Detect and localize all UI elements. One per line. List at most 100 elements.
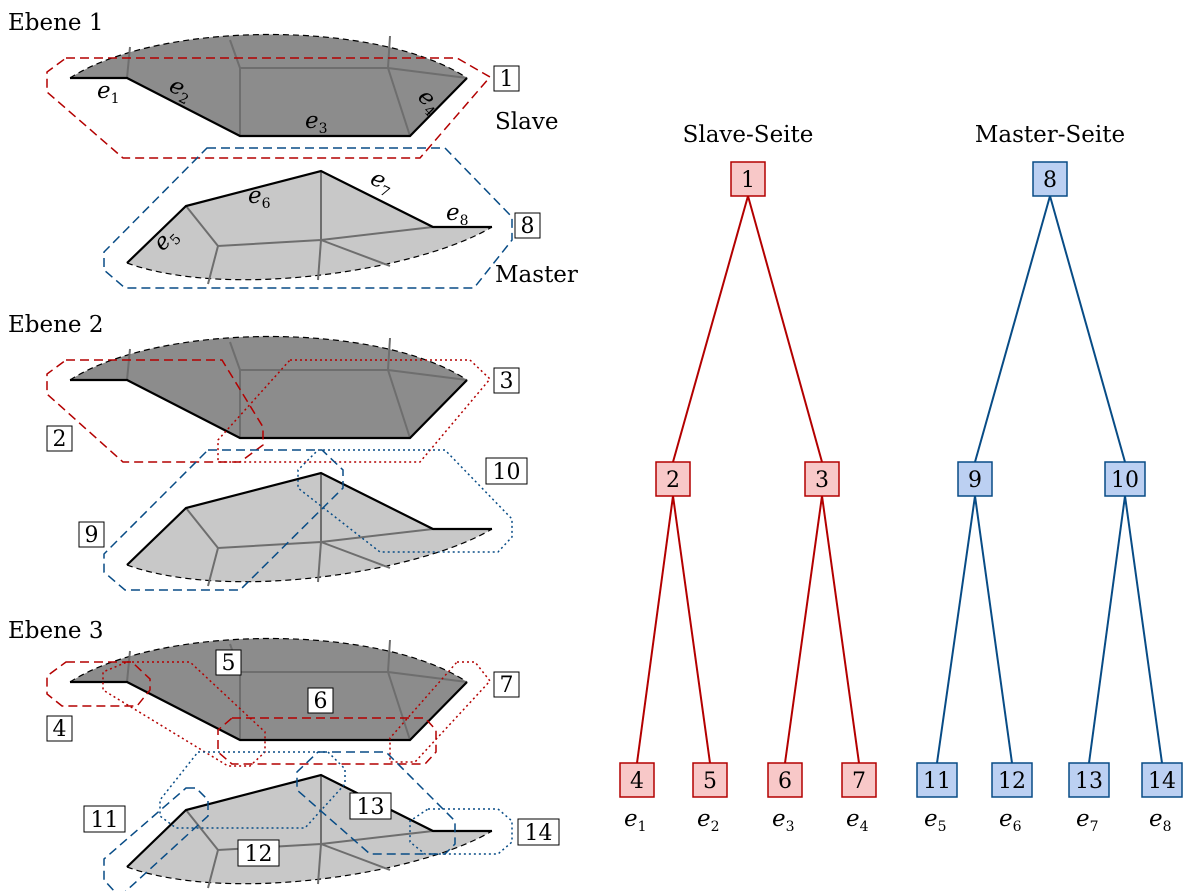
box-label-13: 13 [349, 792, 392, 820]
slave-body-level-2 [68, 335, 469, 440]
master-label: Master [495, 262, 578, 288]
svg-text:6: 6 [778, 769, 792, 794]
bounding-volume-5 [102, 661, 266, 767]
master-tree-edges [936, 195, 1163, 764]
tree-node-1: 1 [730, 161, 766, 197]
level-1-label: Ebene 1 [8, 10, 104, 36]
box-label-6: 6 [307, 687, 334, 714]
svg-text:14: 14 [1148, 769, 1176, 794]
svg-text:11: 11 [923, 769, 951, 794]
svg-text:14: 14 [525, 821, 553, 846]
box-label-12: 12 [237, 839, 280, 867]
master-body-level-2 [125, 471, 494, 588]
svg-text:8: 8 [521, 214, 535, 239]
leaf-label-e4: e4 [846, 806, 869, 835]
edge-label-e1: e1 [97, 78, 120, 107]
tree-node-8: 8 [1032, 161, 1068, 197]
svg-text:7: 7 [852, 769, 866, 794]
bounding-volume-1 [46, 57, 492, 159]
tree-node-4: 4 [619, 762, 655, 798]
leaf-label-e2: e2 [697, 806, 720, 835]
svg-text:10: 10 [493, 460, 521, 485]
svg-text:e8: e8 [446, 200, 469, 229]
svg-text:4: 4 [630, 769, 644, 794]
bounding-volume-3 [217, 359, 492, 463]
tree-node-9: 9 [957, 461, 993, 497]
box-label-9: 9 [78, 521, 105, 548]
tree-node-6: 6 [767, 762, 803, 798]
slave-body-level-1 [68, 33, 469, 138]
svg-text:12: 12 [245, 842, 273, 867]
svg-text:e4: e4 [846, 806, 869, 835]
leaf-label-e8: e8 [1149, 806, 1172, 835]
master-side-title: Master-Seite [975, 122, 1125, 148]
svg-text:5: 5 [703, 769, 717, 794]
box-label-11: 11 [83, 805, 126, 833]
svg-text:e3: e3 [772, 806, 795, 835]
tree-node-10: 10 [1104, 461, 1146, 497]
svg-text:2: 2 [666, 468, 680, 493]
leaf-label-e3: e3 [772, 806, 795, 835]
svg-text:7: 7 [500, 673, 514, 698]
svg-text:3: 3 [815, 468, 829, 493]
svg-text:e7: e7 [1076, 806, 1099, 835]
leaf-label-e7: e7 [1076, 806, 1099, 835]
tree-node-2: 2 [655, 461, 691, 497]
box-label-1: 1 [493, 65, 520, 92]
tree-node-12: 12 [991, 762, 1033, 798]
bounding-volume-11 [103, 787, 209, 891]
slave-label: Slave [495, 109, 558, 135]
svg-text:9: 9 [968, 468, 982, 493]
edge-label-e3: e3 [305, 108, 328, 137]
tree-node-5: 5 [692, 762, 728, 798]
box-label-7: 7 [493, 671, 520, 698]
slave-side-title: Slave-Seite [683, 122, 814, 148]
box-label-8: 8 [514, 212, 541, 239]
leaf-label-e6: e6 [999, 806, 1022, 835]
svg-text:e2: e2 [697, 806, 720, 835]
svg-text:3: 3 [500, 369, 514, 394]
svg-text:12: 12 [998, 769, 1026, 794]
level-3-label: Ebene 3 [8, 618, 104, 644]
slave-body-level-3 [68, 637, 469, 742]
svg-text:e6: e6 [248, 183, 271, 212]
edge-label-e8: e8 [446, 200, 469, 229]
box-label-4: 4 [46, 715, 73, 742]
svg-text:e5: e5 [924, 806, 947, 835]
svg-text:11: 11 [91, 808, 119, 833]
bounding-volume-4 [46, 661, 151, 707]
box-label-14: 14 [517, 818, 560, 846]
master-body-level-1 [125, 169, 494, 286]
svg-text:e1: e1 [97, 78, 120, 107]
svg-text:1: 1 [500, 67, 514, 92]
bounding-volume-10 [297, 449, 513, 553]
svg-text:e3: e3 [305, 108, 328, 137]
slave-tree-edges [636, 195, 860, 764]
svg-text:4: 4 [53, 717, 67, 742]
level-2-label: Ebene 2 [8, 312, 104, 338]
box-label-5: 5 [215, 649, 242, 676]
bounding-volume-8 [103, 147, 513, 289]
box-label-3: 3 [493, 367, 520, 394]
edge-label-e6: e6 [248, 183, 271, 212]
tree-node-13: 13 [1068, 762, 1110, 798]
leaf-label-e5: e5 [924, 806, 947, 835]
tree-node-7: 7 [841, 762, 877, 798]
box-label-2: 2 [46, 425, 73, 452]
box-label-10: 10 [485, 457, 528, 485]
svg-text:5: 5 [222, 651, 236, 676]
leaf-label-e1: e1 [624, 806, 647, 835]
bounding-volume-6 [217, 717, 437, 765]
svg-text:10: 10 [1111, 468, 1139, 493]
svg-text:e6: e6 [999, 806, 1022, 835]
svg-text:2: 2 [53, 427, 67, 452]
tree-node-11: 11 [916, 762, 958, 798]
svg-text:8: 8 [1043, 168, 1057, 193]
svg-text:e8: e8 [1149, 806, 1172, 835]
bounding-volume-14 [409, 808, 513, 855]
svg-text:6: 6 [314, 689, 328, 714]
svg-text:13: 13 [1075, 769, 1103, 794]
svg-text:13: 13 [357, 795, 385, 820]
tree-node-14: 14 [1141, 762, 1183, 798]
